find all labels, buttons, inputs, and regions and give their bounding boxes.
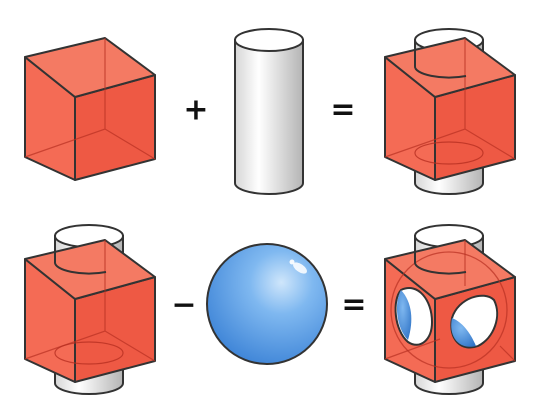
plus-operator: + [183,93,208,128]
cube-icon [24,37,156,181]
union-shape-icon [384,28,516,195]
difference-shape-icon [384,224,516,395]
union-shape-operand-icon [24,224,156,395]
sphere-icon [206,243,328,365]
minus-operator: − [171,288,196,323]
equals-operator-2: = [341,288,366,323]
cylinder-icon [234,28,304,195]
equals-operator: = [330,93,355,128]
